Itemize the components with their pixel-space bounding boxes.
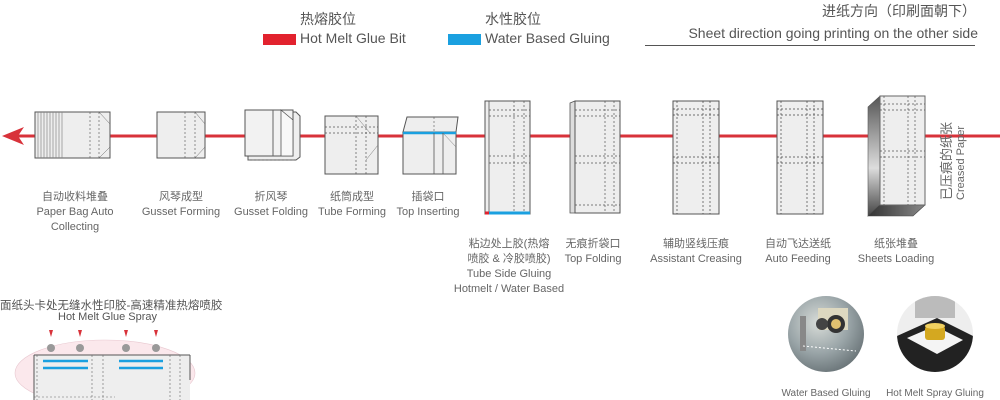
stage-gusset-forming-cn: 风琴成型 [159,191,203,203]
stage-side-gluing-en2: Hotmelt / Water Based [453,283,565,295]
stage-creasing-figure [672,100,720,215]
legend-hot-melt-swatch [263,34,296,45]
legend-hot-melt-cn: 热熔胶位 [300,11,356,27]
stage-top-folding-figure [569,100,621,214]
stage-gusset-forming-en: Gusset Forming [141,206,221,218]
stage-feeding-cn: 自动飞达送纸 [765,238,831,250]
stage-loading-en: Sheets Loading [857,253,935,265]
stage-top-inserting-cn: 插袋口 [411,191,445,203]
hot-melt-spray-caption: Hot Melt Spray Gluing [886,388,984,399]
stage-collecting-en2: Collecting [50,221,100,233]
stage-top-inserting-figure [402,116,459,175]
direction-arrow-line [645,45,975,46]
stage-tube-forming-cn: 纸筒成型 [330,191,374,203]
stage-loading-label: 纸张堆叠 Sheets Loading [858,237,934,267]
stage-feeding-label: 自动飞达送纸 Auto Feeding [765,237,831,267]
stage-gusset-forming-figure [156,111,206,159]
hot-melt-spray-photo [897,296,973,372]
stage-creasing-cn: 辅助竖线压痕 [663,238,729,250]
detail-en: Hot Melt Glue Spray [58,311,158,323]
water-based-gluing-photo [788,296,864,372]
stage-gusset-folding-cn: 折风琴 [254,191,288,203]
creased-paper-cn: 已压痕的纸张 [939,121,954,200]
legend-water-cn: 水性胶位 [485,11,541,27]
legend-hot-melt-en: Hot Melt Glue Bit [300,30,406,46]
stage-side-gluing-figure [484,100,531,215]
stage-top-inserting-label: 插袋口 Top Inserting [397,190,460,220]
stage-top-folding-label: 无痕折袋口 Top Folding [565,237,622,267]
stage-feeding-figure [776,100,824,215]
stage-top-folding-en: Top Folding [564,253,622,265]
stage-tube-forming-figure [324,115,379,175]
stage-gusset-folding-label: 折风琴 Gusset Folding [234,190,308,220]
stage-collecting-en1: Paper Bag Auto [36,206,114,218]
direction-en: Sheet direction going printing on the ot… [688,25,978,41]
stage-tube-forming-en: Tube Forming [317,206,387,218]
legend-water-swatch [448,34,481,45]
water-based-gluing-caption: Water Based Gluing [781,388,871,399]
stage-top-inserting-en: Top Inserting [396,206,460,218]
stage-gusset-forming-label: 风琴成型 Gusset Forming [142,190,220,220]
stage-tube-forming-label: 纸筒成型 Tube Forming [318,190,386,220]
stage-loading-figure [867,95,926,217]
legend-water-en: Water Based Gluing [485,30,610,46]
stage-feeding-en: Auto Feeding [765,253,831,265]
stage-collecting-figure [34,111,111,159]
stage-gusset-folding-figure [244,109,301,161]
spray-nozzle-icons [47,344,160,352]
stage-side-gluing-cn: 粘边处上胶(热熔喷胶 & 冷胶喷胶) [467,238,551,265]
glue-spray-detail [14,330,196,400]
stage-gusset-folding-en: Gusset Folding [234,206,308,218]
stage-collecting-label: 自动收料堆叠 Paper Bag Auto Collecting [36,190,113,235]
direction-cn: 进纸方向（印刷面朝下） [822,3,976,19]
stage-creasing-label: 辅助竖线压痕 Assistant Creasing [650,237,742,267]
arrow-head-icon [2,127,24,145]
creased-paper-en: Creased Paper [955,126,967,200]
stage-loading-cn: 纸张堆叠 [873,238,918,250]
stage-side-gluing-label: 粘边处上胶(热熔喷胶 & 冷胶喷胶) Tube Side Gluing Hotm… [454,237,564,297]
stage-top-folding-cn: 无痕折袋口 [565,238,621,250]
spray-arrow-icons [49,330,158,337]
stage-collecting-cn: 自动收料堆叠 [42,191,108,203]
creased-paper-label: 已压痕的纸张 Creased Paper [939,121,968,200]
detail-cn: 面纸头卡处无缝水性印胶-高速精准热熔喷胶 [0,300,223,312]
stage-side-gluing-en1: Tube Side Gluing [466,268,552,280]
stage-creasing-en: Assistant Creasing [650,253,742,265]
